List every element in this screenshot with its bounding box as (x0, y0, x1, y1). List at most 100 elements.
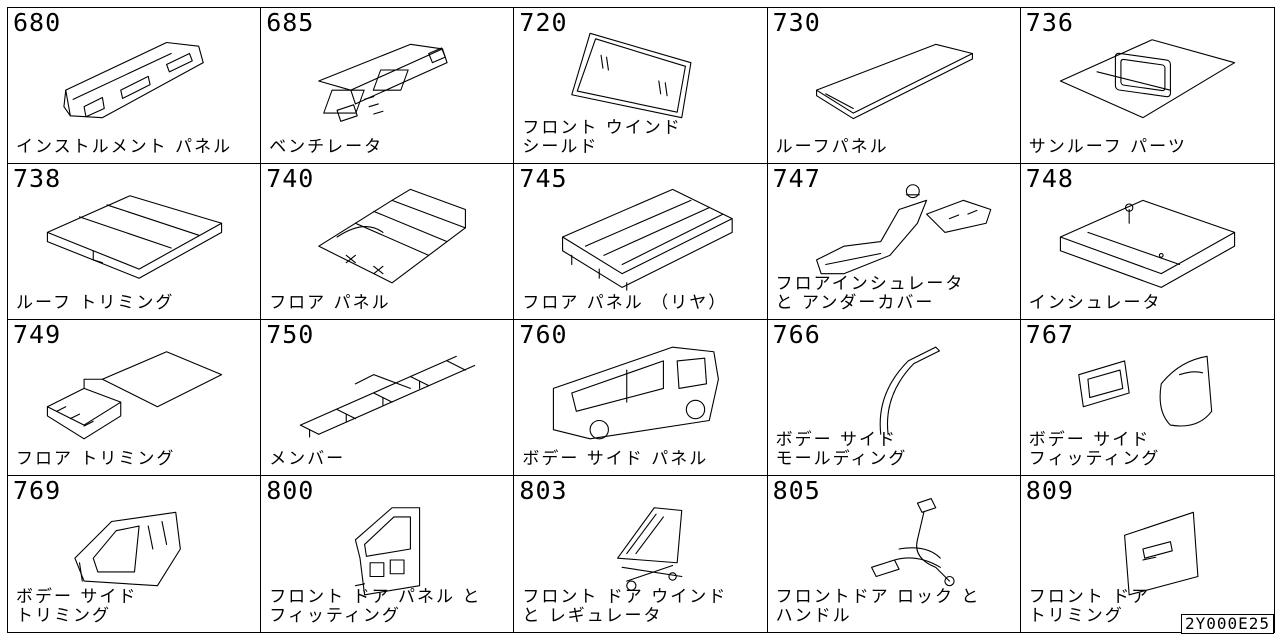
part-cell-767[interactable]: 767 ボデー サイドフィッティング (1020, 320, 1274, 476)
part-name-line: フロント ドア ウインド (522, 587, 728, 607)
part-name-line: ボデー サイド (1028, 430, 1151, 450)
part-code: 750 (266, 320, 315, 349)
part-name: ベンチレータ (269, 138, 383, 157)
part-code: 730 (772, 8, 821, 37)
part-name-line: トリミング (16, 606, 111, 626)
part-name-line: ボデー サイド (16, 587, 138, 607)
part-name: フロアインシュレータと アンダーカバー (776, 275, 965, 313)
roof-trim-icon (28, 182, 241, 292)
part-cell-769[interactable]: 769 ボデー サイドトリミング (8, 476, 262, 632)
part-name: フロント ウインドシールド (522, 119, 681, 157)
windshield-icon (534, 26, 747, 136)
part-name-line: ベンチレータ (269, 137, 384, 157)
part-name: ルーフパネル (776, 138, 889, 157)
part-name-line: インシュレータ (1028, 293, 1162, 313)
part-name: フロア パネル (269, 294, 390, 313)
part-name-line: ハンドル (775, 606, 852, 626)
roof-panel-icon (788, 26, 1001, 136)
part-name: インシュレータ (1029, 294, 1162, 313)
part-cell-747[interactable]: 747 フロアインシュレータと アンダーカバー (767, 164, 1021, 320)
part-name: メンバー (269, 450, 345, 469)
part-name-line: と アンダーカバー (775, 293, 935, 313)
part-cell-748[interactable]: 748 インシュレータ (1020, 164, 1274, 320)
part-name-line: フロント ドア パネル と (269, 587, 482, 607)
door-window-regulator-icon (534, 494, 747, 604)
part-code: 745 (519, 164, 568, 193)
part-name-line: ボデー サイド パネル (522, 449, 709, 469)
part-name-line: フロントドア ロック と (775, 587, 981, 607)
part-cell-760[interactable]: 760 ボデー サイド パネル (514, 320, 768, 476)
part-name: ボデー サイド パネル (522, 450, 708, 469)
floor-trim-icon (28, 338, 241, 448)
part-code: 767 (1025, 320, 1074, 349)
part-name-line: トリミング (1028, 606, 1124, 626)
part-name-line: フロント ウインド (522, 118, 682, 138)
ventilator-icon (281, 26, 494, 136)
diagram-id: 2Y000E25 (1180, 614, 1274, 634)
part-cell-738[interactable]: 738 ルーフ トリミング (8, 164, 262, 320)
part-cell-680[interactable]: 680 インストルメント パネル (8, 8, 262, 164)
part-code: 740 (266, 164, 315, 193)
part-name: フロント ドア ウインドと レギュレータ (522, 588, 727, 626)
instrument-panel-icon (28, 26, 241, 136)
part-code: 748 (1025, 164, 1074, 193)
part-cell-730[interactable]: 730 ルーフパネル (767, 8, 1021, 164)
part-code: 685 (266, 8, 315, 37)
part-name-line: インストルメント パネル (16, 137, 233, 157)
part-cell-685[interactable]: 685 ベンチレータ (261, 8, 515, 164)
part-name-line: と レギュレータ (522, 606, 663, 626)
part-name-line: フロント ドア (1028, 587, 1151, 607)
part-name: インストルメント パネル (16, 138, 232, 157)
part-name-line: フィッティング (1028, 449, 1161, 469)
body-side-panel-icon (534, 338, 747, 448)
part-name: フロア パネル （リヤ） (522, 294, 727, 313)
part-code: 769 (13, 476, 62, 505)
side-trim-icon (28, 494, 241, 604)
part-name: フロア トリミング (16, 450, 175, 469)
part-code: 766 (772, 320, 821, 349)
part-name: ボデー サイドモールディング (776, 431, 908, 469)
floor-insulator-icon (788, 182, 1001, 292)
part-name-line: ボデー サイド (775, 430, 897, 450)
door-lock-handle-icon (788, 494, 1001, 604)
part-name-line: フロア トリミング (16, 449, 176, 469)
part-name: フロント ドアトリミング (1029, 588, 1150, 626)
part-cell-749[interactable]: 749 フロア トリミング (8, 320, 262, 476)
part-code: 747 (772, 164, 821, 193)
part-name-line: フロア パネル (269, 293, 391, 313)
part-cell-750[interactable]: 750 メンバー (261, 320, 515, 476)
part-name: フロントドア ロック とハンドル (776, 588, 981, 626)
part-cell-800[interactable]: 800 フロント ドア パネル とフィッティング (261, 476, 515, 632)
side-fitting-icon (1041, 338, 1254, 448)
part-code: 760 (519, 320, 568, 349)
part-name-line: ルーフ トリミング (16, 293, 175, 313)
front-door-panel-icon (281, 494, 494, 604)
part-cell-740[interactable]: 740 フロア パネル (261, 164, 515, 320)
part-name-line: メンバー (269, 449, 346, 469)
part-code: 738 (13, 164, 62, 193)
part-name-line: シールド (522, 137, 599, 157)
part-code: 680 (13, 8, 62, 37)
part-code: 800 (266, 476, 315, 505)
part-name-line: フロアインシュレータ (775, 274, 965, 294)
member-frame-icon (281, 338, 494, 448)
part-name-line: ルーフパネル (775, 137, 889, 157)
part-name: サンルーフ パーツ (1029, 138, 1187, 157)
part-name-line: サンルーフ パーツ (1028, 137, 1187, 157)
sunroof-icon (1041, 26, 1254, 136)
part-name: フロント ドア パネル とフィッティング (269, 588, 481, 626)
insulator-icon (1041, 182, 1254, 292)
part-name-line: フロア パネル （リヤ） (522, 293, 728, 313)
part-code: 749 (13, 320, 62, 349)
side-molding-icon (788, 338, 1001, 448)
rear-floor-panel-icon (534, 182, 747, 292)
part-name: ボデー サイドフィッティング (1029, 431, 1161, 469)
part-cell-766[interactable]: 766 ボデー サイドモールディング (767, 320, 1021, 476)
part-cell-745[interactable]: 745 フロア パネル （リヤ） (514, 164, 768, 320)
